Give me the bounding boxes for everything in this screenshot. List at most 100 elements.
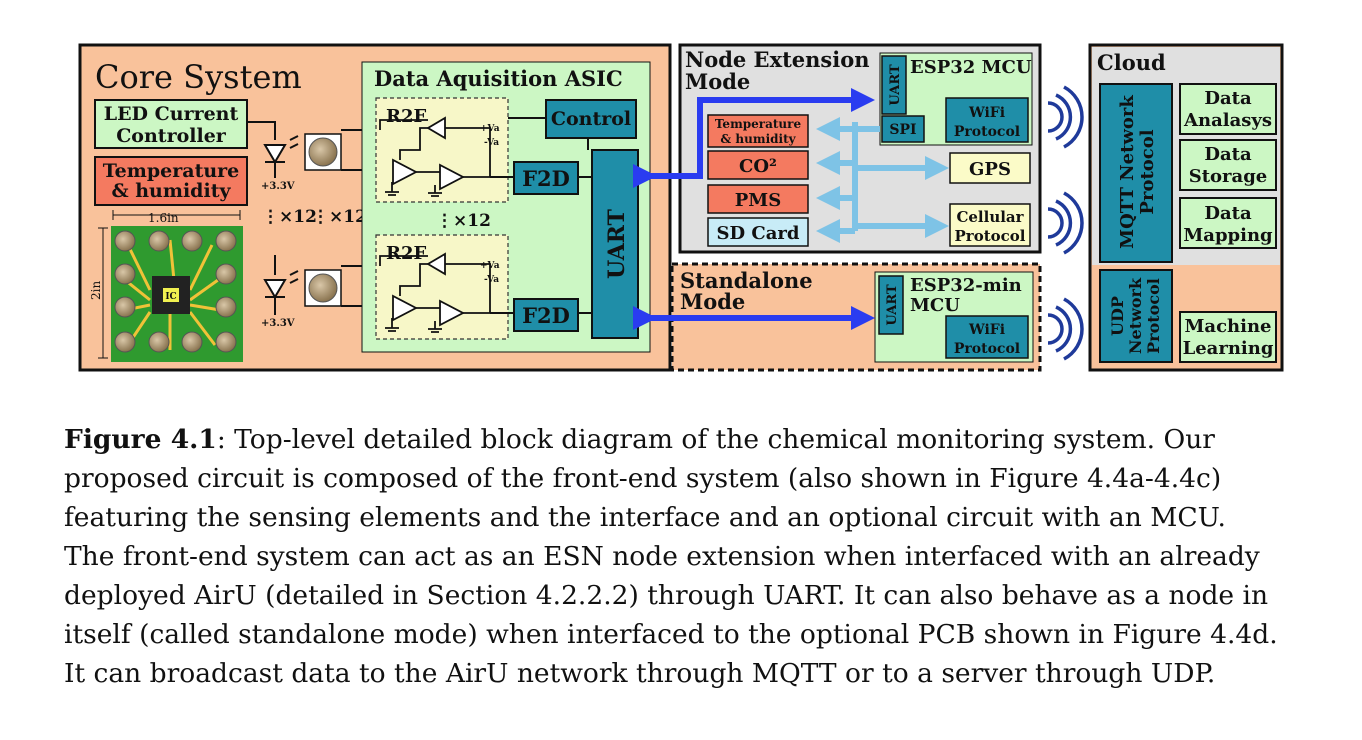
mcu-wifi-label-2: Protocol (954, 124, 1020, 140)
esp32-min-title-1: ESP32-min (910, 275, 1022, 296)
f2d-label-2: F2D (522, 303, 570, 328)
mcu-uart-label: UART (888, 64, 903, 106)
asic-uart-label: UART (604, 208, 630, 278)
f2d-box-2 (513, 298, 579, 332)
cellular-label-1: Cellular (956, 208, 1024, 226)
core-temp-label-1: Temperature (103, 160, 240, 182)
ml-label-2: Learning (1183, 338, 1274, 359)
supply-label-2: +3.3V (261, 318, 295, 329)
mcu-spi-label: SPI (889, 122, 916, 138)
uart-links (633, 88, 875, 330)
ic-label: IC (165, 292, 176, 302)
r2f-label-1: R2F (386, 106, 426, 127)
ext-temp-label-1: Temperature (715, 117, 802, 131)
udp-box (1099, 269, 1173, 363)
esp32-mcu-title: ESP32 MCU (910, 57, 1032, 78)
cellular-box (949, 203, 1031, 247)
block-diagram: Core System LED Current Controller Tempe… (78, 43, 1284, 372)
analysis-label-1: Data (1204, 88, 1252, 109)
standalone-wifi-label-1: WiFi (968, 322, 1005, 338)
sensor-array-pcb: 1.6in 2in IC (89, 210, 243, 362)
caption-line-6: itself (called standalone mode) when int… (64, 619, 1278, 650)
caption-line-5: deployed AirU (detailed in Section 4.2.2… (64, 580, 1269, 611)
sd-card-label: SD Card (717, 223, 800, 244)
mcu-wifi-label-1: WiFi (968, 105, 1005, 121)
led-current-controller-box (94, 99, 248, 149)
figure-caption: Figure 4.1: Top-level detailed block dia… (64, 420, 1304, 693)
ml-label-1: Machine (1184, 316, 1271, 337)
plus-va-2: +Va (480, 261, 500, 271)
caption-line-2: proposed circuit is composed of the fron… (64, 463, 1222, 494)
plus-va-1: +Va (480, 124, 500, 134)
standalone-wifi-label-2: Protocol (954, 341, 1020, 357)
wifi-wave-icon-1 (1047, 85, 1084, 149)
cloud-panel: Cloud MQTT Network Protocol UDP Network … (1088, 43, 1284, 372)
led-controller-label-1: LED Current (104, 103, 239, 125)
wifi-wave-icon-2 (1047, 191, 1084, 255)
mult-label-led: ⋮×12 (262, 207, 317, 227)
asic-title: Data Aquisition ASIC (374, 66, 623, 91)
core-temp-humidity-box (94, 156, 248, 206)
mqtt-label-2: Protocol (1137, 129, 1158, 214)
caption-line-4: The front-end system can act as an ESN n… (64, 541, 1260, 572)
control-label: Control (551, 108, 631, 130)
cloud-title: Cloud (1097, 50, 1166, 75)
wifi-wave-icon-3 (1047, 297, 1084, 361)
standalone-title-1: Standalone (680, 268, 813, 293)
gps-label: GPS (969, 159, 1011, 180)
mapping-label-2: Mapping (1183, 225, 1273, 246)
udp-label-2: Network (1126, 277, 1145, 354)
pms-label: PMS (735, 190, 781, 211)
standalone-wifi-box (945, 315, 1029, 359)
led-controller-label-2: Controller (116, 125, 227, 147)
standalone-uart-box (878, 275, 904, 335)
udp-label-1: UDP (1108, 296, 1127, 336)
mapping-label-1: Data (1204, 203, 1252, 224)
ext-temp-label-2: & humidity (720, 132, 796, 146)
r2f-circuit-2 (379, 252, 491, 333)
caption-label: Figure 4.1 (64, 424, 217, 455)
asic-uart-box (591, 149, 639, 339)
minus-va-2: -Va (484, 275, 499, 285)
sensor-discs (114, 230, 237, 353)
analysis-label-2: Analasys (1183, 110, 1272, 131)
mqtt-label-1: MQTT Network (1117, 95, 1138, 249)
mqtt-box (1099, 83, 1173, 263)
standalone-title-2: Mode (680, 289, 745, 314)
mult-label-sensor: ⋮×12 (312, 207, 367, 227)
node-extension-panel: Node Extension Mode ESP32 MCU UART SPI W… (678, 43, 1042, 254)
control-box (545, 99, 637, 139)
node-ext-title-1: Node Extension (685, 47, 870, 72)
caption-line-7: It can broadcast data to the AirU networ… (64, 658, 1216, 689)
asic-panel: Data Aquisition ASIC R2F +Va -Va R2F (361, 61, 651, 353)
co2-label: CO² (739, 156, 777, 177)
r2f-label-2: R2F (386, 243, 426, 264)
mult-label-r2f: ⋮×12 (436, 211, 491, 231)
minus-va-1: -Va (484, 138, 499, 148)
pcb-height-label: 2in (89, 281, 103, 300)
caption-line-3: featuring the sensing elements and the i… (64, 502, 1226, 533)
machine-learning-box (1179, 311, 1277, 363)
pcb-width-label: 1.6in (148, 211, 179, 225)
esp32-min-title-2: MCU (910, 295, 960, 316)
f2d-box-1 (513, 161, 579, 195)
f2d-label-1: F2D (522, 166, 570, 191)
caption-first-line: : Top-level detailed block diagram of th… (216, 424, 1215, 455)
standalone-uart-label: UART (885, 284, 900, 326)
caption-line-1: Figure 4.1: Top-level detailed block dia… (64, 420, 1304, 459)
cellular-label-2: Protocol (955, 227, 1026, 245)
mcu-spi-box (881, 115, 925, 143)
gps-box (949, 152, 1031, 184)
data-mapping-box (1179, 197, 1277, 249)
sd-card-box (707, 217, 809, 247)
udp-label-3: Protocol (1144, 278, 1163, 354)
wireless-wave-icons (1047, 85, 1084, 361)
core-system-title: Core System (95, 58, 302, 96)
supply-label-1: +3.3V (261, 181, 295, 192)
data-storage-box (1179, 139, 1277, 191)
storage-label-2: Storage (1189, 166, 1268, 187)
mcu-uart-box (881, 55, 907, 115)
node-ext-title-2: Mode (685, 69, 750, 94)
mcu-wifi-box (945, 97, 1029, 143)
core-temp-label-2: & humidity (111, 180, 231, 202)
